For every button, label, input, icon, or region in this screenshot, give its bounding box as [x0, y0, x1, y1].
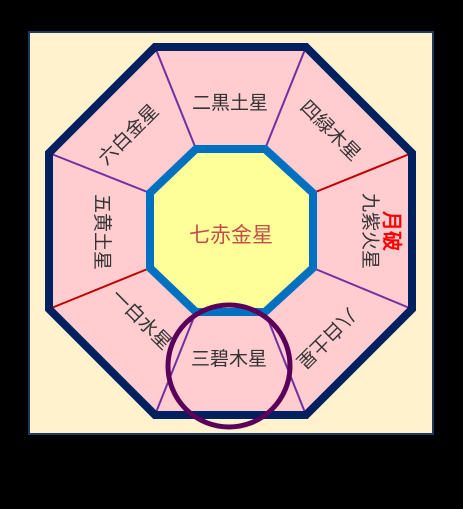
sector-label-east: 九紫火星 [359, 193, 381, 269]
annotation-label: 月破 [380, 210, 404, 251]
divider-w-nw [48, 152, 151, 194]
center-octagon [146, 145, 317, 316]
divider-s-sw [154, 311, 197, 416]
sector-label-west: 五黄土星 [91, 194, 113, 270]
divider-nw-n [154, 46, 197, 150]
sector-label-north: 二黒土星 [192, 92, 268, 114]
sector-label-south: 三碧木星 [191, 348, 267, 370]
highlight-circle [165, 302, 293, 430]
divider-n-ne [264, 46, 307, 150]
outer-octagon-border [45, 43, 416, 419]
divider-e-se [312, 267, 413, 310]
divider-se-s [264, 311, 307, 416]
divider-sw-w [48, 267, 151, 310]
center-label: 七赤金星 [189, 223, 273, 247]
divider-ne-e [312, 152, 413, 194]
sector-dividers [48, 46, 413, 416]
